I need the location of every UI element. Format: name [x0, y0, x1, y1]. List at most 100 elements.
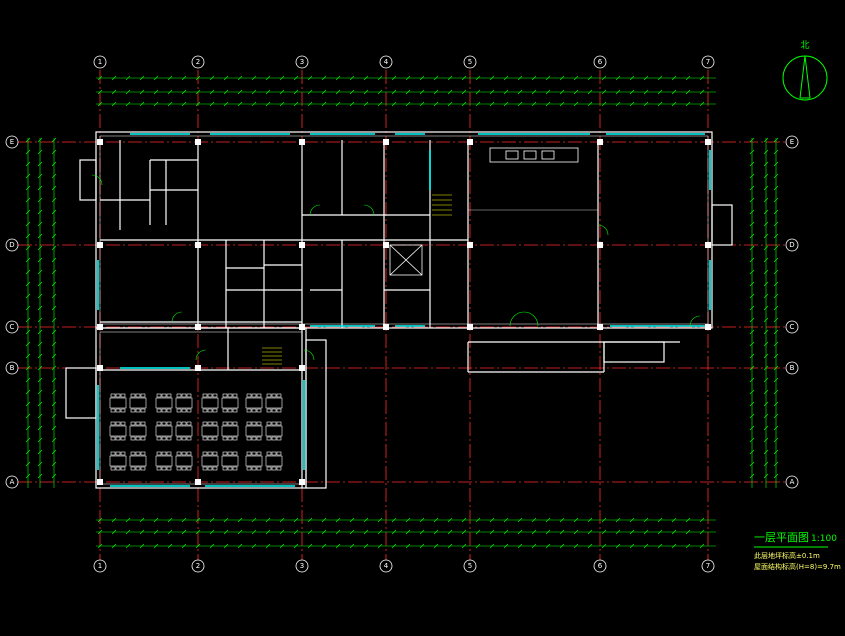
svg-text:4: 4 [384, 58, 389, 66]
column-19 [705, 242, 711, 248]
stair-upper [432, 194, 452, 216]
svg-text:4: 4 [384, 562, 389, 570]
dining-table-20 [245, 421, 263, 441]
dining-table-21 [265, 421, 283, 441]
dining-table-2 [109, 421, 127, 441]
grid-bubble-row-E-right: E [785, 135, 799, 149]
grid-bubble-col-5-bottom: 5 [463, 559, 477, 573]
column-21 [97, 365, 103, 371]
drawing-title-text: 一层平面图 [754, 531, 809, 544]
column-20 [705, 324, 711, 330]
grid-bubble-row-C-left: C [5, 320, 19, 334]
dining-table-16 [201, 451, 219, 471]
dining-table-7 [175, 393, 193, 413]
grid-bubble-row-A-right: A [785, 475, 799, 489]
grid-bubble-col-1-top: 1 [93, 55, 107, 69]
svg-text:3: 3 [300, 562, 304, 570]
svg-text:B: B [10, 364, 15, 372]
grid-bubble-col-2-bottom: 2 [191, 559, 205, 573]
dining-table-12 [201, 393, 219, 413]
svg-text:D: D [9, 241, 14, 249]
grid-bubble-col-6-bottom: 6 [593, 559, 607, 573]
grid-bubble-row-D-right: D [785, 238, 799, 252]
grid-bubble-col-7-top: 7 [701, 55, 715, 69]
svg-text:2: 2 [196, 58, 200, 66]
grid-bubble-col-4-bottom: 4 [379, 559, 393, 573]
dining-tables [109, 393, 283, 471]
column-16 [597, 242, 603, 248]
svg-text:1: 1 [98, 562, 102, 570]
svg-text:7: 7 [706, 58, 710, 66]
column-12 [467, 139, 473, 145]
svg-text:2: 2 [196, 562, 200, 570]
svg-text:6: 6 [598, 58, 603, 66]
grid-bubble-col-1-bottom: 1 [93, 559, 107, 573]
stair-lower [262, 347, 282, 365]
column-25 [299, 365, 305, 371]
north-arrow: 北 [782, 40, 828, 101]
dining-table-0 [109, 393, 127, 413]
column-2 [97, 324, 103, 330]
drawing-note-1: 此层地坪标高±0.1m [754, 551, 820, 560]
column-26 [299, 479, 305, 485]
svg-text:C: C [10, 323, 15, 331]
column-24 [195, 479, 201, 485]
grid-bubble-row-D-left: D [5, 238, 19, 252]
svg-text:6: 6 [598, 562, 603, 570]
svg-text:A: A [790, 478, 795, 486]
dining-table-23 [265, 451, 283, 471]
grid-bubble-row-A-left: A [5, 475, 19, 489]
svg-text:E: E [10, 138, 14, 146]
dining-table-14 [201, 421, 219, 441]
column-14 [467, 324, 473, 330]
column-6 [299, 139, 305, 145]
column-15 [597, 139, 603, 145]
column-5 [195, 324, 201, 330]
dining-table-5 [129, 451, 147, 471]
structural-columns [97, 139, 711, 485]
svg-text:A: A [10, 478, 15, 486]
elevator-shaft [389, 244, 423, 276]
svg-text:B: B [790, 364, 795, 372]
svg-text:1: 1 [98, 58, 102, 66]
dining-table-4 [109, 451, 127, 471]
grid-bubble-row-B-left: B [5, 361, 19, 375]
grid-bubble-col-7-bottom: 7 [701, 559, 715, 573]
dining-table-8 [155, 421, 173, 441]
column-1 [97, 242, 103, 248]
door-swings [91, 174, 701, 361]
column-13 [467, 242, 473, 248]
grid-bubble-row-C-right: C [785, 320, 799, 334]
svg-text:C: C [790, 323, 795, 331]
north-label: 北 [800, 40, 809, 51]
dimension-chains [27, 77, 777, 547]
column-8 [299, 324, 305, 330]
dining-table-9 [175, 421, 193, 441]
column-4 [195, 242, 201, 248]
svg-text:3: 3 [300, 58, 304, 66]
column-18 [705, 139, 711, 145]
grid-bubble-col-6-top: 6 [593, 55, 607, 69]
grid-bubble-row-B-right: B [785, 361, 799, 375]
dining-table-10 [155, 451, 173, 471]
column-0 [97, 139, 103, 145]
grid-bubble-col-3-bottom: 3 [295, 559, 309, 573]
dining-table-3 [129, 421, 147, 441]
dining-table-18 [245, 393, 263, 413]
grid-bubble-row-E-left: E [5, 135, 19, 149]
svg-text:5: 5 [468, 58, 472, 66]
column-3 [195, 139, 201, 145]
svg-text:5: 5 [468, 562, 472, 570]
column-22 [97, 479, 103, 485]
grid-bubble-col-4-top: 4 [379, 55, 393, 69]
dining-table-22 [245, 451, 263, 471]
windows [97, 133, 711, 487]
column-7 [299, 242, 305, 248]
dining-table-19 [265, 393, 283, 413]
drawing-scale: 1:100 [811, 534, 837, 544]
dining-table-1 [129, 393, 147, 413]
grid-bubble-col-3-top: 3 [295, 55, 309, 69]
